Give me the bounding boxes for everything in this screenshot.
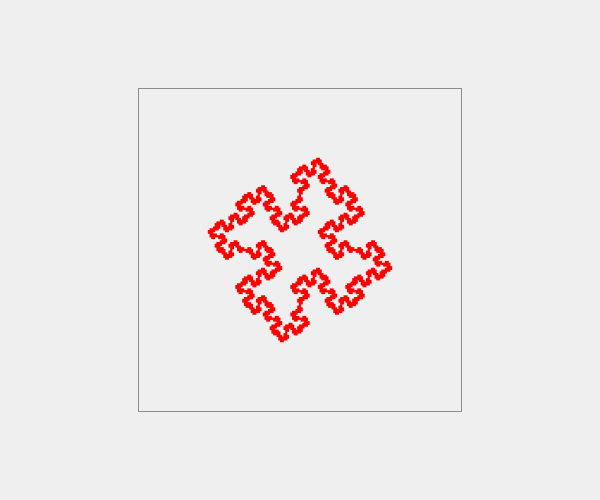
fractal-drawing bbox=[207, 157, 393, 343]
drawing-canvas bbox=[138, 88, 462, 412]
fractal-strokes bbox=[207, 157, 393, 343]
fractal-curve bbox=[207, 157, 393, 343]
